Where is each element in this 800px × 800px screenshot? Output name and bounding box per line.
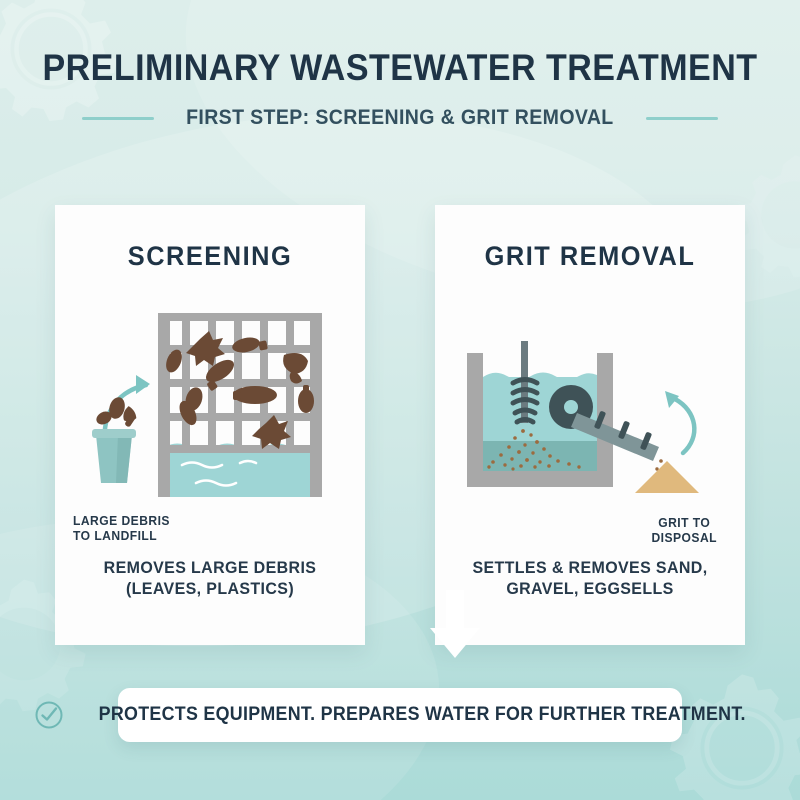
card-grit-removal: GRIT REMOVAL: [435, 205, 745, 645]
label-large-debris-to-landfill: LARGE DEBRIS TO LANDFILL: [73, 513, 170, 543]
page-subtitle: FIRST STEP: SCREENING & GRIT REMOVAL: [186, 106, 614, 129]
card-title-screening: SCREENING: [127, 241, 293, 271]
poster-header: PRELIMINARY WASTEWATER TREATMENT FIRST S…: [0, 48, 800, 130]
subtitle-row: FIRST STEP: SCREENING & GRIT REMOVAL: [0, 106, 800, 130]
grit-removal-illustration: [435, 295, 745, 525]
bar-screen: [158, 313, 322, 497]
sand-pile: [635, 461, 699, 493]
grit-tank: [467, 353, 613, 487]
caption-grit-removal: SETTLES & REMOVES SAND, GRAVEL, EGGSELLS: [472, 558, 708, 598]
grit-particles: [487, 429, 581, 471]
gear-icon: [662, 668, 800, 800]
card-group: SCREENING: [55, 205, 745, 658]
page-title: PRELIMINARY WASTEWATER TREATMENT: [42, 47, 758, 88]
down-arrow-icon: [427, 590, 483, 660]
footer-text: PROTECTS EQUIPMENT. PREPARES WATER FOR F…: [98, 704, 746, 725]
screening-illustration: [55, 295, 365, 525]
card-title-grit-removal: GRIT REMOVAL: [484, 241, 696, 271]
debris-bucket: [92, 429, 136, 483]
caption-screening: REMOVES LARGE DEBRIS (LEAVES, PLASTICS): [103, 558, 317, 598]
label-grit-to-disposal: GRIT TO DISPOSAL: [651, 515, 718, 545]
check-circle-icon: [34, 700, 64, 730]
footer-banner: PROTECTS EQUIPMENT. PREPARES WATER FOR F…: [35, 688, 745, 742]
divider-line-right: [645, 116, 718, 120]
card-screening: SCREENING: [55, 205, 365, 645]
grit-conveyor: [571, 411, 659, 461]
divider-line-left: [82, 116, 155, 120]
screw-auger: [510, 341, 540, 425]
